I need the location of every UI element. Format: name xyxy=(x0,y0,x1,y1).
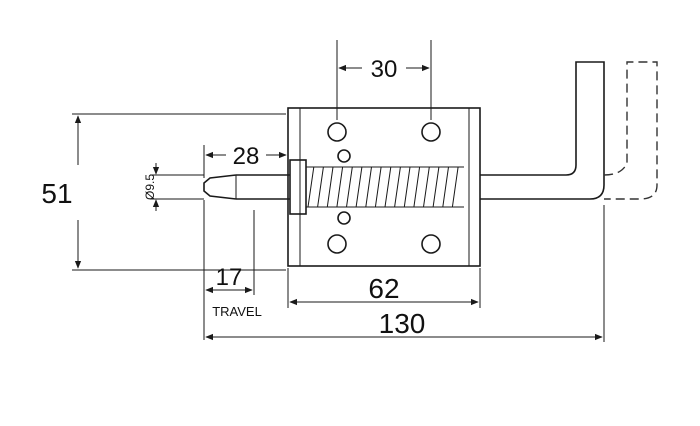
mount-hole-top-left xyxy=(327,122,347,142)
latch-body xyxy=(287,107,481,267)
l-handle xyxy=(480,61,605,200)
hole-spacing-label: 30 xyxy=(371,56,398,83)
pin-diameter-label: Ø9.5 xyxy=(143,174,157,200)
mount-hole-bottom-right xyxy=(421,234,441,254)
stop-pin-top xyxy=(337,149,351,163)
dim-overall-length: 130 xyxy=(205,205,605,342)
dim-pin-extension: 28 xyxy=(203,143,287,178)
handle-travel-position xyxy=(603,61,658,200)
dim-body-length: 62 xyxy=(287,268,481,308)
dim-height: 51 xyxy=(41,113,286,271)
body-length-label: 62 xyxy=(368,273,399,304)
mounting-holes xyxy=(327,122,441,254)
height-label: 51 xyxy=(41,178,72,209)
latch-pin xyxy=(203,174,290,200)
stop-pin-bottom xyxy=(337,211,351,225)
mount-hole-bottom-left xyxy=(327,234,347,254)
travel-caption: TRAVEL xyxy=(212,304,262,319)
overall-length-label: 130 xyxy=(379,308,426,339)
spring xyxy=(306,166,464,208)
dim-travel: 17 TRAVEL xyxy=(203,200,262,340)
dim-hole-spacing: 30 xyxy=(336,40,432,120)
mount-hole-top-right xyxy=(421,122,441,142)
pin-collar xyxy=(289,159,307,215)
travel-value-label: 17 xyxy=(216,264,243,291)
dim-pin-diameter: Ø9.5 xyxy=(143,163,204,211)
pin-extension-label: 28 xyxy=(233,143,260,170)
